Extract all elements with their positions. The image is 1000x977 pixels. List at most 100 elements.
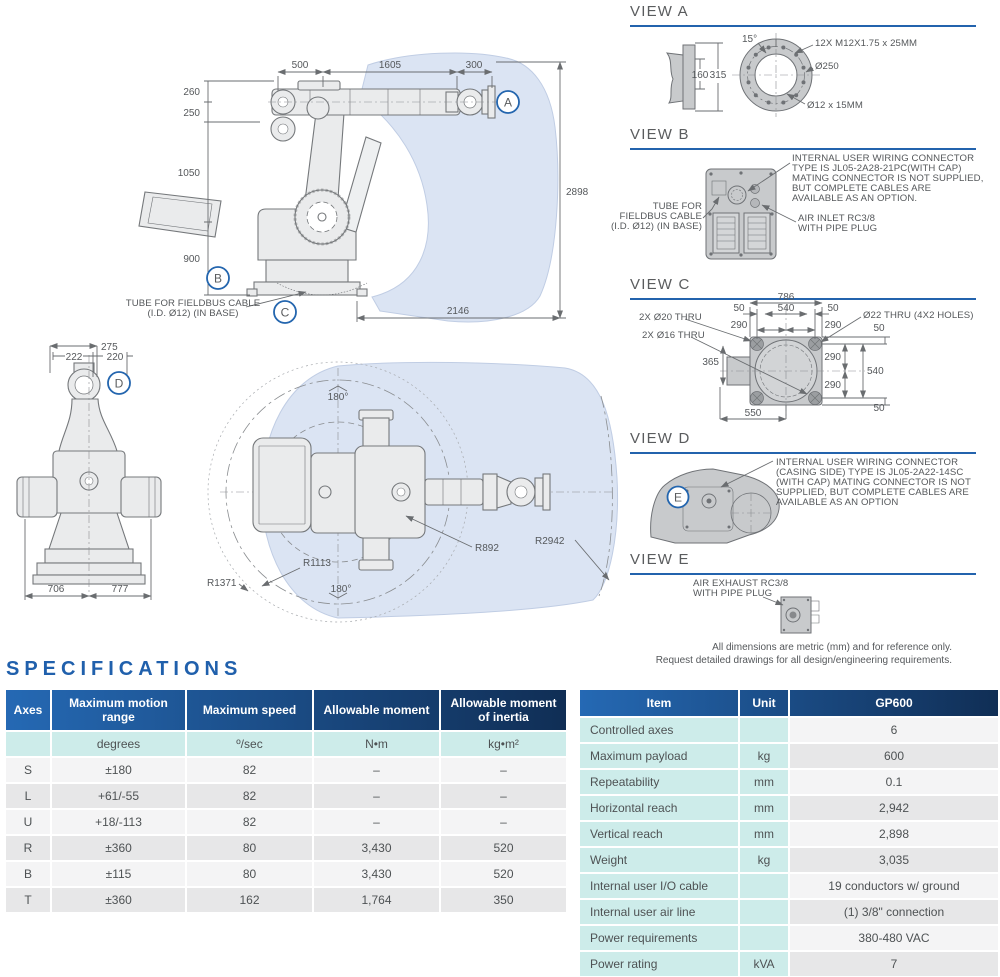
dimension-disclaimer: All dimensions are metric (mm) and for r… — [656, 642, 952, 667]
cell: kg — [738, 848, 788, 872]
dim-706: 706 — [48, 584, 65, 595]
cell: 19 conductors w/ ground — [788, 874, 998, 898]
cell: L — [24, 788, 32, 803]
robot-top-silhouette — [252, 409, 551, 571]
exhaust-block — [780, 596, 820, 634]
cell: 3,430 — [312, 862, 439, 886]
connector-plate — [705, 168, 777, 260]
air-exhaust-label-line1: AIR EXHAUST RC3/8 — [693, 578, 788, 589]
dim-550: 550 — [745, 408, 762, 419]
dim-50-right-top: 50 — [873, 323, 885, 334]
header-cell: GP600 — [788, 690, 998, 716]
cell: degrees — [50, 732, 185, 756]
disclaimer-line2: Request detailed drawings for all design… — [655, 654, 952, 666]
header-cell: Item — [646, 695, 672, 710]
dim-2146: 2146 — [447, 306, 470, 317]
cell: Maximum payload — [580, 744, 738, 768]
cell: Vertical reach — [580, 822, 738, 846]
bolt-circle-label: Ø250 — [815, 61, 839, 72]
dowel-label: Ø12 x 15MM — [807, 100, 863, 111]
view-a-dimensions: 160 315 15° 12X M12X1.75 x 25MM Ø250 Ø12… — [692, 34, 917, 112]
cell: – — [312, 810, 439, 834]
specifications-title: SPECIFICATIONS — [6, 658, 243, 680]
cell — [6, 732, 50, 756]
cell: 0.1 — [788, 770, 998, 794]
cell: R — [23, 840, 33, 855]
note-2x-o20-thru: 2X Ø20 THRU — [639, 312, 702, 323]
view-c-dimensions: 786 50 540 50 290 290 50 290 540 290 50 … — [639, 292, 974, 422]
cell: Controlled axes — [580, 718, 738, 742]
casing-profile — [650, 468, 780, 544]
cell: – — [312, 758, 439, 782]
callout-c: C — [273, 300, 297, 324]
cell: 380-480 VAC — [788, 926, 998, 950]
dim-50-top-right: 50 — [827, 303, 839, 314]
radius-r1371: R1371 — [207, 578, 237, 589]
cell: 520 — [439, 836, 566, 860]
view-c-drawing: 786 50 540 50 290 290 50 290 540 290 50 … — [639, 292, 974, 422]
flange-side-profile — [665, 44, 696, 110]
air-inlet-label-line2: WITH PIPE PLUG — [798, 223, 877, 234]
cell: – — [439, 758, 566, 782]
dim-315: 315 — [710, 70, 727, 81]
air-exhaust-label-line2: WITH PIPE PLUG — [693, 588, 772, 599]
dim-540-right: 540 — [867, 366, 884, 377]
cell: S — [23, 762, 32, 777]
dim-160: 160 — [692, 70, 709, 81]
view-d-drawing: E INTERNAL USER WIRING CONNECTOR (CASING… — [650, 457, 971, 544]
cell: º/sec — [185, 732, 312, 756]
cell — [738, 874, 788, 898]
cell: ±360 — [50, 888, 185, 912]
cell: 82 — [185, 810, 312, 834]
dim-290-right-upper: 290 — [824, 352, 841, 363]
cell: 80 — [185, 862, 312, 886]
wiring-note-line4: BUT COMPLETE CABLES ARE — [792, 183, 931, 194]
cell: 6 — [788, 718, 998, 742]
dim-290-top-right: 290 — [825, 320, 842, 331]
note-o22-thru: Ø22 THRU (4X2 HOLES) — [863, 310, 974, 321]
cell — [738, 900, 788, 924]
callout-e: E — [666, 485, 690, 509]
note-2x-o16-thru: 2X Ø16 THRU — [642, 330, 705, 341]
dim-260: 260 — [183, 87, 200, 98]
dim-290-right-lower: 290 — [824, 380, 841, 391]
cell: 3,035 — [788, 848, 998, 872]
header-cell: Maximum motion range — [50, 690, 185, 730]
cell: ±115 — [50, 862, 185, 886]
cell: 2,942 — [788, 796, 998, 820]
casing-note-line3: (WITH CAP) MATING CONNECTOR IS NOT — [776, 477, 971, 488]
svg-text:D: D — [115, 377, 124, 391]
cell: (1) 3/8" connection — [788, 900, 998, 924]
cell: +18/-113 — [50, 810, 185, 834]
dim-250: 250 — [183, 108, 200, 119]
cell: mm — [738, 770, 788, 794]
cell: Internal user air line — [580, 900, 738, 924]
casing-note-line5: AVAILABLE AS AN OPTION — [776, 497, 898, 508]
cell: 600 — [788, 744, 998, 768]
dim-222: 222 — [66, 352, 83, 363]
dim-50-right-bottom: 50 — [873, 403, 885, 414]
dim-1605: 1605 — [379, 60, 402, 71]
cell: – — [439, 784, 566, 808]
tube-label-line2: FIELDBUS CABLE — [620, 211, 702, 222]
dim-2898: 2898 — [566, 187, 589, 198]
view-a-heading: VIEW A — [630, 3, 976, 27]
cell: ±180 — [50, 758, 185, 782]
callout-d: D — [107, 371, 131, 395]
view-c-heading: VIEW C — [630, 276, 976, 300]
angle-180-top: 180° — [328, 392, 349, 403]
cell — [738, 718, 788, 742]
angle-15: 15° — [742, 34, 757, 45]
dim-1050: 1050 — [178, 168, 201, 179]
dim-900: 900 — [183, 254, 200, 265]
robot-side-view-drawing: 500 1605 300 260 250 1050 900 2898 2146 … — [126, 52, 589, 324]
